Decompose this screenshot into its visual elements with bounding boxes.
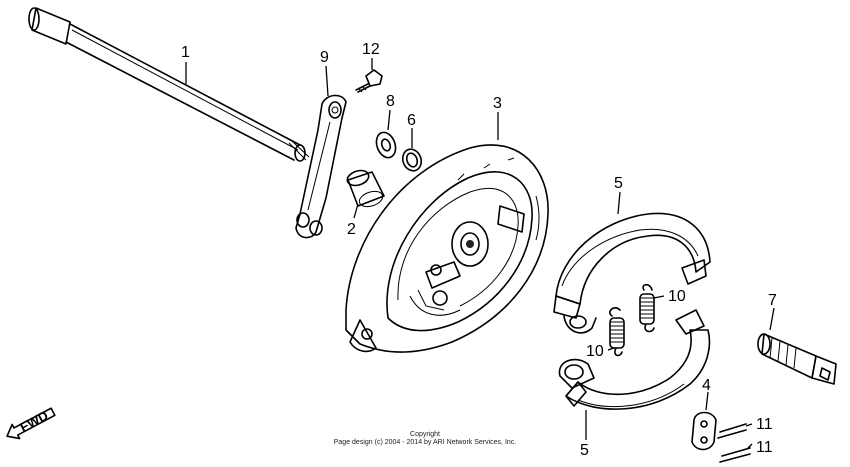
callout-10-left: 10 — [586, 343, 604, 360]
part-5-brake-shoe-upper[interactable] — [553, 212, 711, 334]
callout-2: 2 — [347, 221, 356, 238]
part-2-collar[interactable] — [345, 168, 385, 209]
callout-10-right: 10 — [668, 288, 686, 305]
callout-5-upper: 5 — [614, 175, 623, 192]
callout-9: 9 — [320, 49, 329, 66]
part-8-washer[interactable] — [373, 130, 399, 161]
callout-12: 12 — [362, 41, 380, 58]
callout-3: 3 — [493, 95, 502, 112]
leader-lines — [185, 58, 775, 449]
part-11-pins[interactable] — [717, 423, 751, 463]
part-1-brake-rod[interactable] — [28, 7, 310, 162]
copyright-line-1: Copyright — [410, 431, 440, 438]
callout-7: 7 — [768, 292, 777, 309]
copyright-line-2: Page design (c) 2004 - 2014 by ARI Netwo… — [333, 439, 517, 446]
part-7-brake-cam[interactable] — [757, 333, 837, 385]
callout-11-lower: 11 — [756, 439, 773, 456]
callout-1: 1 — [181, 44, 190, 61]
callout-11-upper: 11 — [756, 416, 773, 433]
part-6-seal[interactable] — [400, 147, 424, 174]
part-12-bolt[interactable] — [355, 69, 383, 93]
callout-8: 8 — [386, 93, 395, 110]
part-9-brake-arm[interactable] — [295, 94, 347, 239]
callout-labels: 1 9 12 8 6 2 3 5 10 10 7 4 5 11 11 — [181, 41, 777, 459]
part-10-spring-right[interactable] — [639, 283, 655, 333]
part-10-spring-left[interactable] — [609, 307, 625, 357]
callout-5-lower: 5 — [580, 442, 589, 459]
callout-4: 4 — [702, 377, 711, 394]
part-4-plate[interactable] — [691, 411, 717, 451]
part-5-brake-shoe-lower[interactable] — [558, 309, 711, 410]
callout-6: 6 — [407, 112, 416, 129]
part-3-brake-panel[interactable] — [345, 144, 549, 353]
